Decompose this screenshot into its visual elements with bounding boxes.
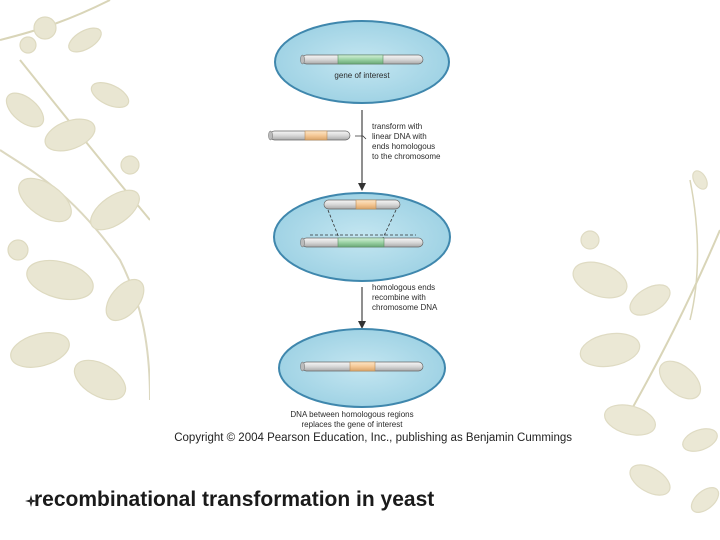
arrow-step-1 [355,110,367,191]
step-1-line-3: ends homologous [372,142,435,151]
step-1-line-4: to the chromosome [372,152,441,161]
chromosome-1 [300,54,424,65]
linear-dna-in-cell [323,199,401,210]
slide-caption: recombinational transformation in yeast [34,488,435,511]
insert-segment [304,130,328,141]
linear-dna-fragment [268,130,351,141]
chromosome-2 [300,237,424,248]
figure-diagram: gene of interest transform with linear D… [268,20,451,429]
step-2-line-3: chromosome DNA [372,303,438,312]
chromosome-3 [300,361,424,372]
step-1-line-2: linear DNA with [372,132,427,141]
replaced-segment [349,361,376,372]
result-line-1: DNA between homologous regions [290,410,413,419]
result-line-2: replaces the gene of interest [302,420,404,429]
recombination-figure: gene of interest transform with linear D… [150,12,572,450]
step-1-line-1: transform with [372,122,422,131]
crossover-lines [310,209,416,239]
gene-of-interest-label: gene of interest [334,71,390,80]
arrow-step-2 [358,287,366,329]
yeast-cell-2 [273,192,451,282]
step-2-line-1: homologous ends [372,283,435,292]
copyright-notice: Copyright © 2004 Pearson Education, Inc.… [174,432,572,444]
step-2-line-2: recombine with [372,293,426,302]
diamond-bullet-icon [25,495,37,507]
gene-of-interest-segment [337,54,384,65]
